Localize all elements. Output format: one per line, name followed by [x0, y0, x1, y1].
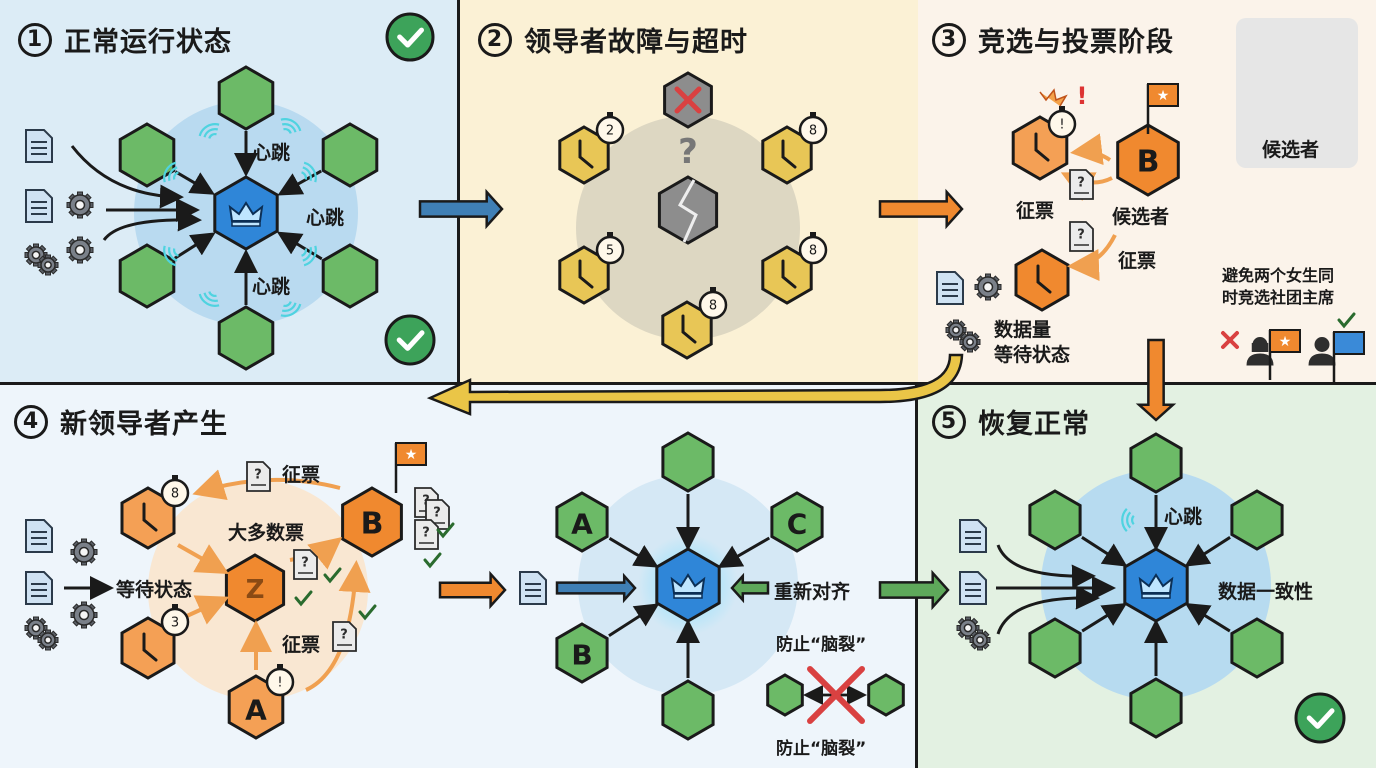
panel-5-title: 5 恢复正常	[932, 402, 1090, 441]
step-number-4: 4	[14, 404, 48, 439]
label-heartbeat: 心跳	[1164, 506, 1203, 528]
note-line-2: 时竞选社团主席	[1222, 288, 1335, 307]
label-waiting-state: 等待状态	[994, 344, 1071, 366]
candidate-legend-label: 候选者	[1262, 139, 1320, 161]
step-number-3: 3	[932, 22, 966, 57]
label-candidate: 候选者	[1112, 206, 1170, 228]
label-request-vote: 征票	[282, 634, 321, 656]
panel-4-title-text: 新领导者产生	[60, 409, 228, 440]
label-heartbeat: 心跳	[252, 276, 291, 298]
panel-4-title: 4 新领导者产生	[14, 402, 228, 441]
panel-5-title-text: 恢复正常	[978, 409, 1090, 440]
label-data-volume: 数据量	[994, 319, 1052, 341]
label-request-vote: 征票	[1118, 250, 1157, 272]
label-request-vote: 征票	[282, 464, 321, 486]
label-waiting-state: 等待状态	[116, 579, 193, 601]
label-request-vote: 征票	[1016, 200, 1055, 222]
label-prevent-split-brain: 防止“脑裂”	[776, 635, 867, 655]
panel-2-title-text: 领导者故障与超时	[524, 27, 748, 58]
panel-1-title-text: 正常运行状态	[64, 27, 232, 58]
label-majority-votes: 大多数票	[228, 522, 305, 544]
step-number-2: 2	[478, 22, 512, 57]
label-prevent-split-brain: 防止“脑裂”	[776, 739, 867, 759]
panel-2-title: 2 领导者故障与超时	[478, 20, 748, 59]
step-number-5: 5	[932, 404, 966, 439]
candidate-legend-box	[1236, 18, 1358, 168]
step-number-1: 1	[18, 22, 52, 57]
label-realign: 重新对齐	[774, 581, 851, 603]
panel-1-title: 1 正常运行状态	[18, 20, 232, 59]
label-data-consistency: 数据一致性	[1218, 581, 1314, 603]
panel-3-title: 3 竞选与投票阶段	[932, 20, 1174, 59]
label-heartbeat: 心跳	[306, 207, 345, 229]
note-line-1: 避免两个女生同	[1222, 266, 1335, 285]
label-heartbeat: 心跳	[252, 142, 291, 164]
panel-3-title-text: 竞选与投票阶段	[978, 27, 1174, 58]
